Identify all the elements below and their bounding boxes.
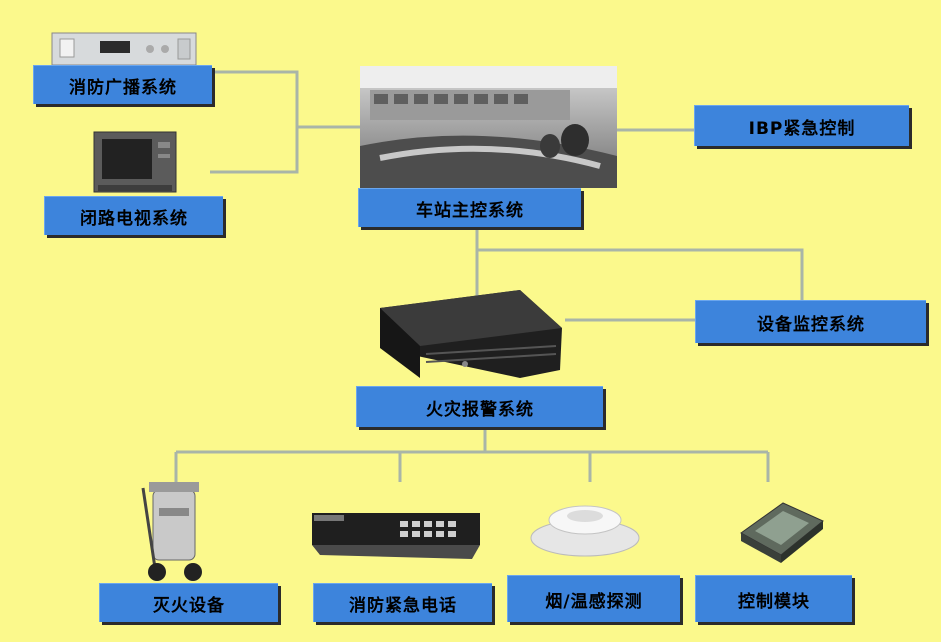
node-extinguisher: 灭火设备 <box>99 583 278 622</box>
node-broadcast: 消防广播系统 <box>33 65 212 104</box>
broadcast-amplifier-image <box>51 32 197 66</box>
line-equipment-top <box>477 248 804 300</box>
emergency-phone-panel-image <box>312 513 480 559</box>
crt-monitor-image <box>93 131 177 193</box>
smoke-detector-image <box>530 505 640 557</box>
node-ibp: IBP紧急控制 <box>694 105 909 146</box>
rack-server-image <box>380 290 562 378</box>
node-control-module: 控制模块 <box>695 575 852 622</box>
node-smoke-temp: 烟/温感探测 <box>507 575 680 622</box>
node-emergency-phone: 消防紧急电话 <box>313 583 492 622</box>
node-station-master: 车站主控系统 <box>358 188 581 227</box>
line-cctv <box>210 127 299 174</box>
node-equipment-monitor: 设备监控系统 <box>695 300 926 343</box>
line-broadcast <box>212 70 360 129</box>
control-room-photo <box>360 66 617 188</box>
node-cctv: 闭路电视系统 <box>44 196 223 235</box>
control-module-image <box>740 502 824 563</box>
node-fire-alarm: 火灾报警系统 <box>356 386 603 427</box>
fire-extinguisher-cart-image <box>141 482 202 581</box>
